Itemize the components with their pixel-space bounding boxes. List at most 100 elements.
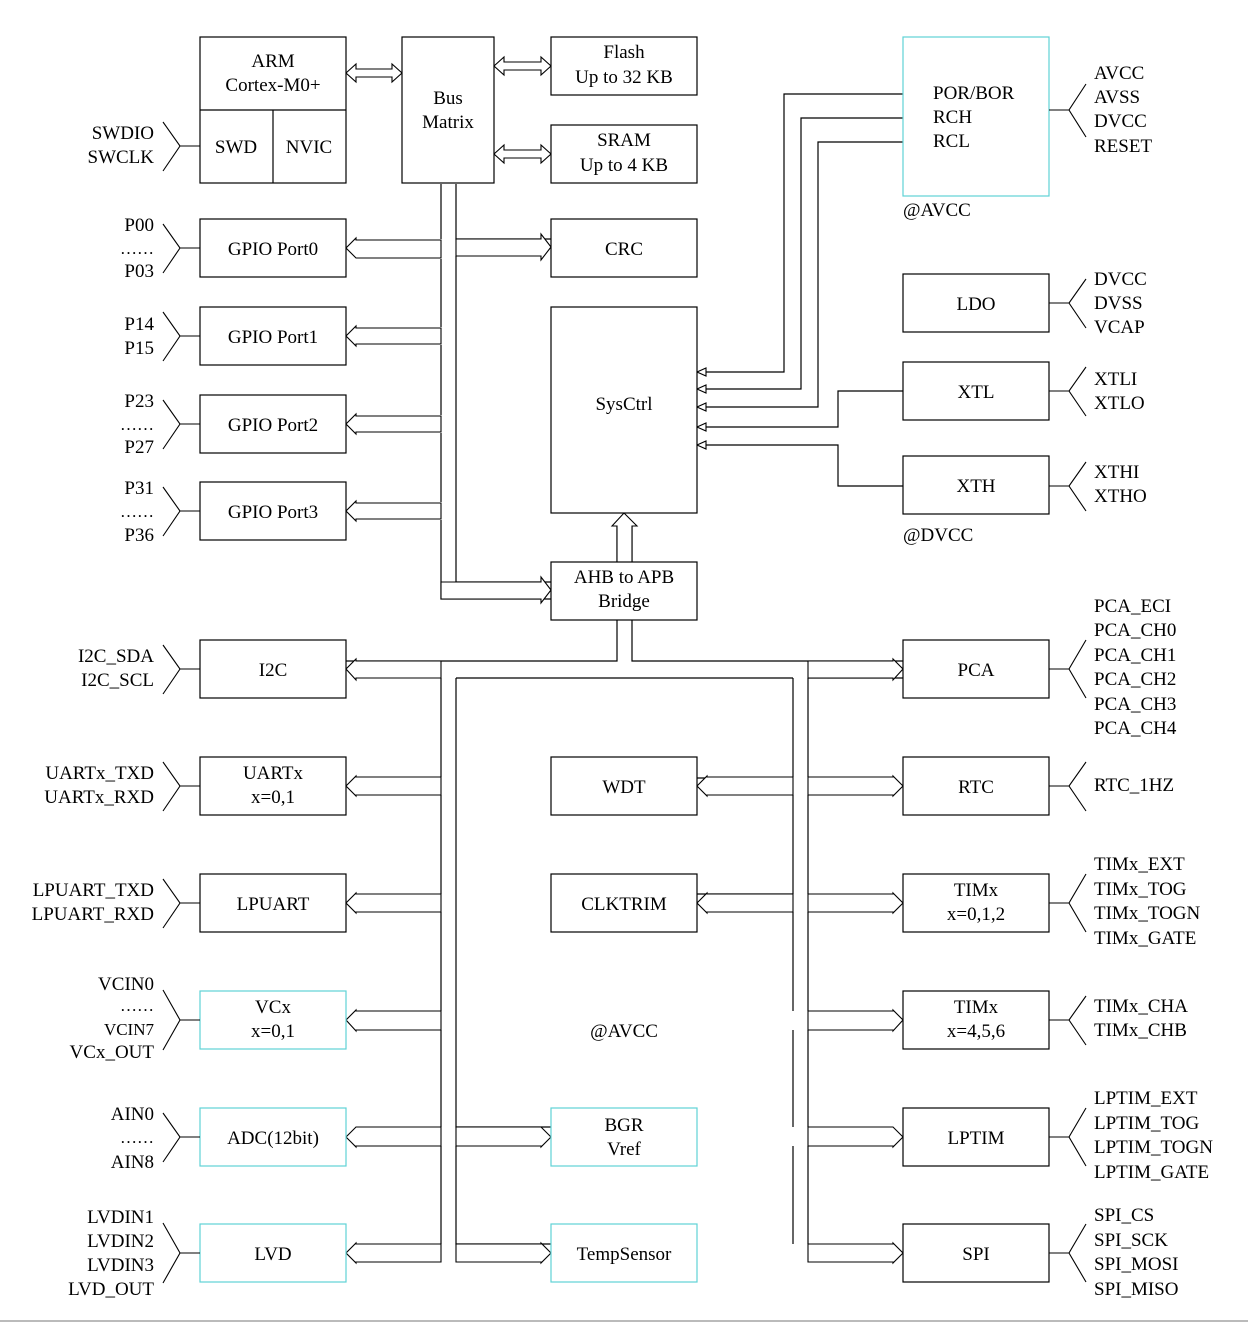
pin-ain8: AIN8 bbox=[111, 1152, 154, 1173]
pin-ellipsis: …… bbox=[120, 1128, 154, 1147]
bgr-label-2: Vref bbox=[607, 1139, 641, 1160]
pin-dvcc: DVCC bbox=[1094, 111, 1147, 132]
pin-xtho: XTHO bbox=[1094, 486, 1147, 507]
rcl-label: RCL bbox=[933, 131, 970, 152]
cpu-label-1: ARM bbox=[251, 51, 294, 72]
por-bor-label: POR/BOR bbox=[933, 83, 1015, 104]
uart-label-1: UARTx bbox=[243, 763, 304, 784]
tempsensor-block: TempSensor bbox=[550, 1223, 698, 1283]
adc-label: ADC(12bit) bbox=[227, 1128, 319, 1149]
lvd-label: LVD bbox=[254, 1244, 291, 1265]
flash-block: Flash Up to 32 KB bbox=[550, 36, 698, 96]
ldo-label: LDO bbox=[956, 294, 995, 315]
pin-pca-ch0: PCA_CH0 bbox=[1094, 620, 1176, 641]
gpio-port0-block: GPIO Port0 bbox=[199, 218, 347, 278]
vc-label-1: VCx bbox=[255, 997, 291, 1018]
pin-timx-chb: TIMx_CHB bbox=[1094, 1020, 1187, 1041]
vc-block: VCx x=0,1 bbox=[199, 990, 347, 1050]
nvic-label: NVIC bbox=[286, 137, 332, 158]
gpio-port1-label: GPIO Port1 bbox=[228, 327, 318, 348]
sram-block: SRAM Up to 4 KB bbox=[550, 124, 698, 184]
pin-vcin7: VCIN7 bbox=[104, 1020, 155, 1039]
pin-timx-togn: TIMx_TOGN bbox=[1094, 903, 1201, 924]
cpu-label-2: Cortex-M0+ bbox=[225, 75, 320, 96]
pin-p31: P31 bbox=[124, 478, 154, 499]
bus-matrix-label-2: Matrix bbox=[422, 112, 474, 133]
pin-xtlo: XTLO bbox=[1094, 393, 1145, 414]
bus-arrows bbox=[345, 55, 904, 1265]
pin-spi-mosi: SPI_MOSI bbox=[1094, 1254, 1178, 1275]
xtl-block: XTL bbox=[902, 361, 1050, 421]
pin-p27: P27 bbox=[124, 437, 154, 458]
rtc-block: RTC bbox=[902, 756, 1050, 816]
spi-label: SPI bbox=[962, 1244, 989, 1265]
pca-block: PCA bbox=[902, 639, 1050, 699]
domain-dvcc: @DVCC bbox=[903, 525, 973, 546]
pin-timx-ext: TIMx_EXT bbox=[1094, 854, 1185, 875]
pin-chevrons bbox=[162, 83, 1087, 1284]
pin-ldo-dvcc: DVCC bbox=[1094, 269, 1147, 290]
gpio-port1-block: GPIO Port1 bbox=[199, 306, 347, 366]
lptim-block: LPTIM bbox=[902, 1107, 1050, 1167]
swd-label: SWD bbox=[215, 137, 257, 158]
domain-avcc-top: @AVCC bbox=[903, 200, 971, 221]
ahb-apb-label-2: Bridge bbox=[598, 591, 650, 612]
vc-label-2: x=0,1 bbox=[251, 1021, 295, 1042]
xth-label: XTH bbox=[956, 476, 995, 497]
pin-ellipsis: …… bbox=[120, 415, 154, 434]
tim456-label-1: TIMx bbox=[954, 997, 999, 1018]
rtc-label: RTC bbox=[958, 777, 994, 798]
lpuart-block: LPUART bbox=[199, 873, 347, 933]
pin-p15: P15 bbox=[124, 338, 154, 359]
pin-lptim-ext: LPTIM_EXT bbox=[1094, 1088, 1198, 1109]
pin-xthi: XTHI bbox=[1094, 462, 1139, 483]
rch-label: RCH bbox=[933, 107, 972, 128]
lptim-label: LPTIM bbox=[948, 1128, 1005, 1149]
pin-i2c-scl: I2C_SCL bbox=[81, 670, 154, 691]
pin-spi-sck: SPI_SCK bbox=[1094, 1230, 1168, 1251]
pin-lptim-gate: LPTIM_GATE bbox=[1094, 1162, 1209, 1183]
pin-labels-right: AVCC AVSS DVCC RESET DVCC DVSS VCAP XTLI… bbox=[1094, 63, 1213, 1300]
xth-block: XTH bbox=[902, 455, 1050, 515]
wdt-label: WDT bbox=[602, 777, 646, 798]
uart-block: UARTx x=0,1 bbox=[199, 756, 347, 816]
wdt-block: WDT bbox=[550, 756, 698, 816]
ahb-apb-bridge-block: AHB to APB Bridge bbox=[550, 561, 698, 621]
pin-p36: P36 bbox=[124, 525, 154, 546]
gpio-port2-block: GPIO Port2 bbox=[199, 394, 347, 454]
gpio-port3-block: GPIO Port3 bbox=[199, 481, 347, 541]
adc-block: ADC(12bit) bbox=[199, 1107, 347, 1167]
bgr-block: BGR Vref bbox=[550, 1107, 698, 1167]
pin-lvd-out: LVD_OUT bbox=[68, 1279, 154, 1300]
pin-swdio: SWDIO bbox=[92, 123, 154, 144]
lpuart-label: LPUART bbox=[237, 894, 310, 915]
pin-spi-cs: SPI_CS bbox=[1094, 1205, 1154, 1226]
pin-avcc: AVCC bbox=[1094, 63, 1144, 84]
pin-vcap: VCAP bbox=[1094, 317, 1145, 338]
pin-swclk: SWCLK bbox=[88, 147, 155, 168]
tim012-label-2: x=0,1,2 bbox=[947, 904, 1005, 925]
pca-label: PCA bbox=[958, 660, 995, 681]
pin-i2c-sda: I2C_SDA bbox=[78, 646, 154, 667]
flash-label-2: Up to 32 KB bbox=[575, 67, 673, 88]
pin-lpuart-rxd: LPUART_RXD bbox=[32, 904, 154, 925]
bus-matrix-label-1: Bus bbox=[433, 88, 463, 109]
pin-timx-cha: TIMx_CHA bbox=[1094, 996, 1188, 1017]
bgr-label-1: BGR bbox=[604, 1115, 643, 1136]
sysctrl-block: SysCtrl bbox=[550, 306, 698, 514]
pin-labels-left: SWDIO SWCLK P00 …… P03 P14 P15 P23 …… P2… bbox=[32, 123, 155, 1300]
tim012-block: TIMx x=0,1,2 bbox=[902, 873, 1050, 933]
pin-lptim-togn: LPTIM_TOGN bbox=[1094, 1137, 1213, 1158]
tim456-block: TIMx x=4,5,6 bbox=[902, 990, 1050, 1050]
pin-ellipsis: …… bbox=[120, 502, 154, 521]
crc-block: CRC bbox=[550, 218, 698, 278]
ldo-block: LDO bbox=[902, 273, 1050, 333]
pin-lvdin3: LVDIN3 bbox=[87, 1255, 154, 1276]
crc-label: CRC bbox=[605, 239, 643, 260]
i2c-label: I2C bbox=[259, 660, 288, 681]
por-bor-block: POR/BOR RCH RCL bbox=[902, 36, 1050, 197]
pin-uart-rxd: UARTx_RXD bbox=[44, 787, 154, 808]
pin-spi-miso: SPI_MISO bbox=[1094, 1279, 1178, 1300]
pin-pca-eci: PCA_ECI bbox=[1094, 596, 1171, 617]
